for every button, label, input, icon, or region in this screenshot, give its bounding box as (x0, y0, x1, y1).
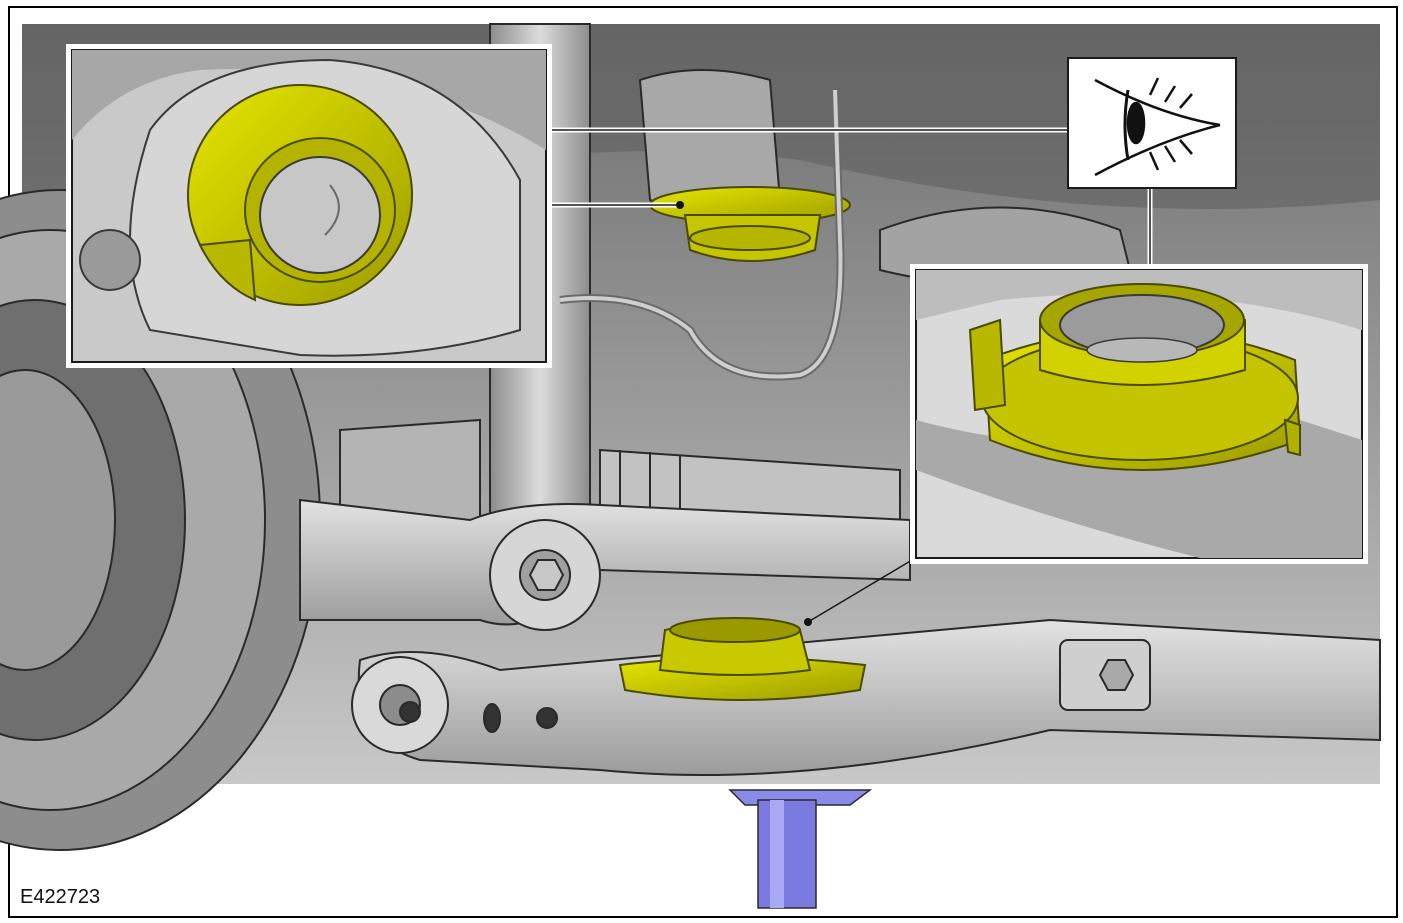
lower-spring-seat (618, 617, 867, 701)
upper-control-arm (299, 498, 911, 631)
figure-id: E422723 (20, 886, 101, 908)
eye-icon (1094, 77, 1221, 177)
drive-shaft-boot (339, 418, 901, 522)
upper-spring-seat-detail (66, 44, 552, 368)
lower-callout-dot (804, 618, 812, 626)
viewpoint-box (1067, 57, 1237, 189)
jack-stand (728, 789, 873, 909)
lower-control-arm (351, 618, 1381, 776)
upper-callout-dot (676, 201, 684, 209)
lower-spring-seat-detail (910, 264, 1368, 564)
